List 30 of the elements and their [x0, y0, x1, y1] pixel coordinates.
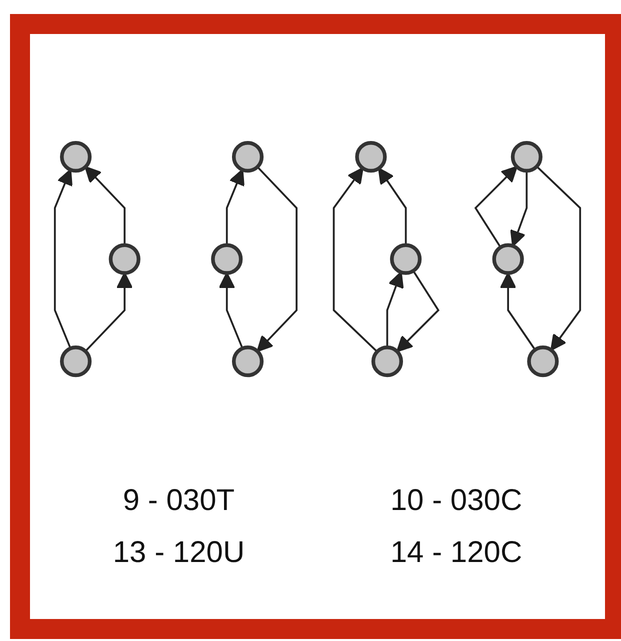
arrow [84, 166, 126, 246]
triad-caption: 13 - 120U [112, 536, 245, 570]
arrow [218, 272, 244, 349]
node-circle [60, 140, 92, 173]
arrow [510, 170, 528, 247]
arrow [386, 271, 404, 348]
node-circle [390, 243, 422, 275]
triad-caption: 9 - 030T [122, 484, 235, 518]
node-circle [108, 243, 140, 275]
arrow [536, 166, 582, 351]
node-circle [355, 140, 387, 173]
node-circle [211, 243, 243, 275]
arrow [256, 166, 298, 352]
arrow [332, 167, 378, 352]
node-circle [232, 345, 264, 378]
arrow [84, 272, 133, 352]
node-circle [60, 345, 92, 378]
arrow [378, 168, 407, 246]
arrow [226, 168, 244, 246]
arrow [54, 168, 72, 349]
arrow [500, 272, 536, 350]
node-circle [492, 243, 524, 275]
node-circle [527, 345, 559, 378]
triad-caption: 14 - 120C [390, 536, 522, 570]
triad-caption: 10 - 030C [390, 484, 522, 518]
node-circle [510, 140, 542, 173]
node-circle [232, 140, 264, 173]
arrow [474, 166, 518, 248]
arrow [396, 270, 440, 352]
node-circle [371, 345, 404, 378]
